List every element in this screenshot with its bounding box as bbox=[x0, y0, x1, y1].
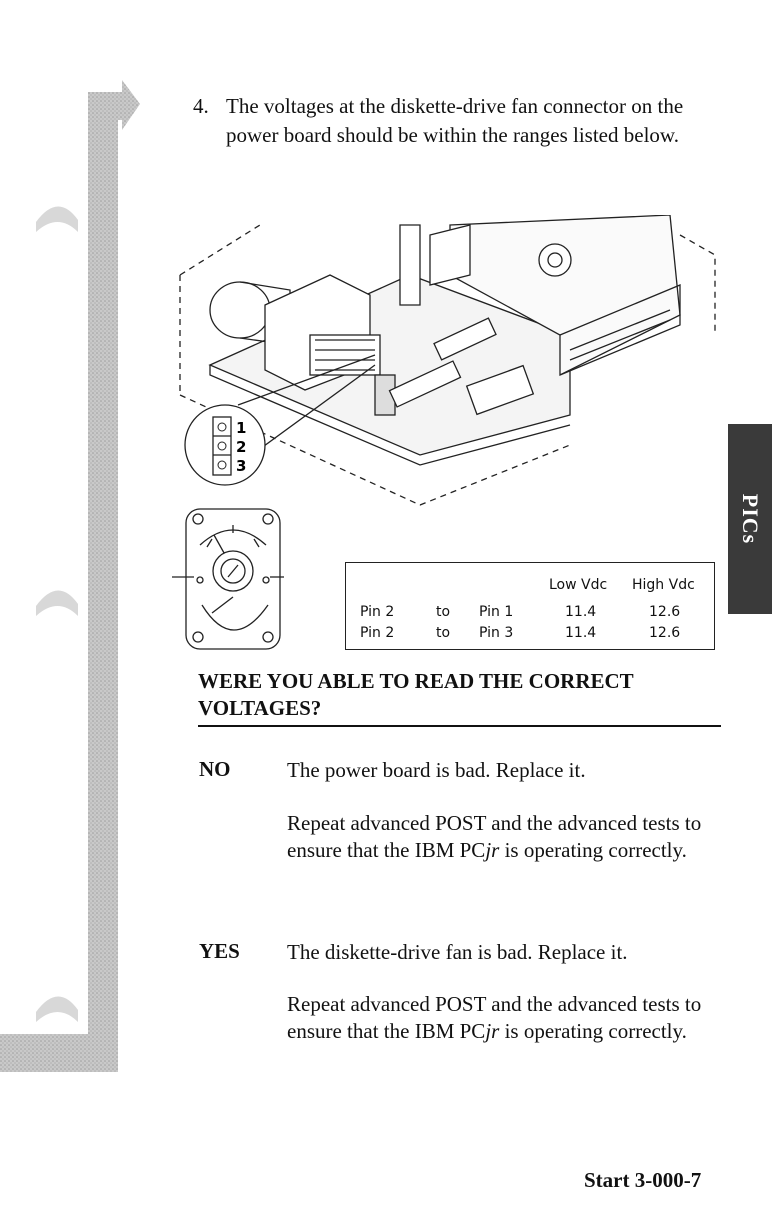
row2-from: Pin 2 bbox=[360, 625, 395, 641]
section-tab-label: PICs bbox=[738, 493, 764, 545]
row1-from: Pin 2 bbox=[360, 604, 395, 620]
answer-no-line1: The power board is bad. Replace it. bbox=[287, 758, 586, 782]
step-text: The voltages at the diskette-drive fan c… bbox=[226, 94, 684, 147]
section-tab[interactable] bbox=[728, 424, 772, 614]
pin-label-2: 2 bbox=[236, 438, 246, 456]
answer-yes-label: YES bbox=[199, 939, 240, 963]
answer-no-line2: Repeat advanced POST and the advanced te… bbox=[287, 811, 702, 862]
step-4: 4. The voltages at the diskette-drive fa… bbox=[193, 92, 713, 150]
header-low-vdc: Low Vdc bbox=[549, 577, 608, 593]
pin-label-3: 3 bbox=[236, 457, 246, 475]
answer-no-label: NO bbox=[199, 757, 231, 781]
answer-yes-line1: The diskette-drive fan is bad. Replace i… bbox=[287, 940, 628, 964]
punch-hole-bottom bbox=[36, 996, 78, 1022]
row2-low: 11.4 bbox=[565, 625, 597, 641]
punch-hole-middle bbox=[36, 590, 78, 616]
question-heading: WERE YOU ABLE TO READ THE CORRECT VOLTAG… bbox=[198, 668, 721, 727]
connector-callout: 1 2 3 bbox=[184, 404, 266, 486]
punch-hole-top bbox=[36, 206, 78, 232]
row2-to-word: to bbox=[436, 625, 451, 641]
row2-to: Pin 3 bbox=[479, 625, 514, 641]
row1-to-word: to bbox=[436, 604, 451, 620]
header-high-vdc: High Vdc bbox=[632, 577, 695, 593]
row1-low: 11.4 bbox=[565, 604, 597, 620]
voltage-table: Low Vdc High Vdc Pin 2 to Pin 1 11.4 12.… bbox=[345, 562, 715, 650]
power-board-illustration: 1 2 3 bbox=[179, 215, 716, 506]
step-number: 4. bbox=[193, 94, 209, 118]
row1-to: Pin 1 bbox=[479, 604, 514, 620]
answer-yes-line2: Repeat advanced POST and the advanced te… bbox=[287, 992, 702, 1043]
pin-label-1: 1 bbox=[236, 419, 246, 437]
page-footer: Start 3-000-7 bbox=[584, 1168, 702, 1192]
row2-high: 12.6 bbox=[649, 625, 681, 641]
multimeter-icon bbox=[172, 508, 284, 650]
row1-high: 12.6 bbox=[649, 604, 681, 620]
